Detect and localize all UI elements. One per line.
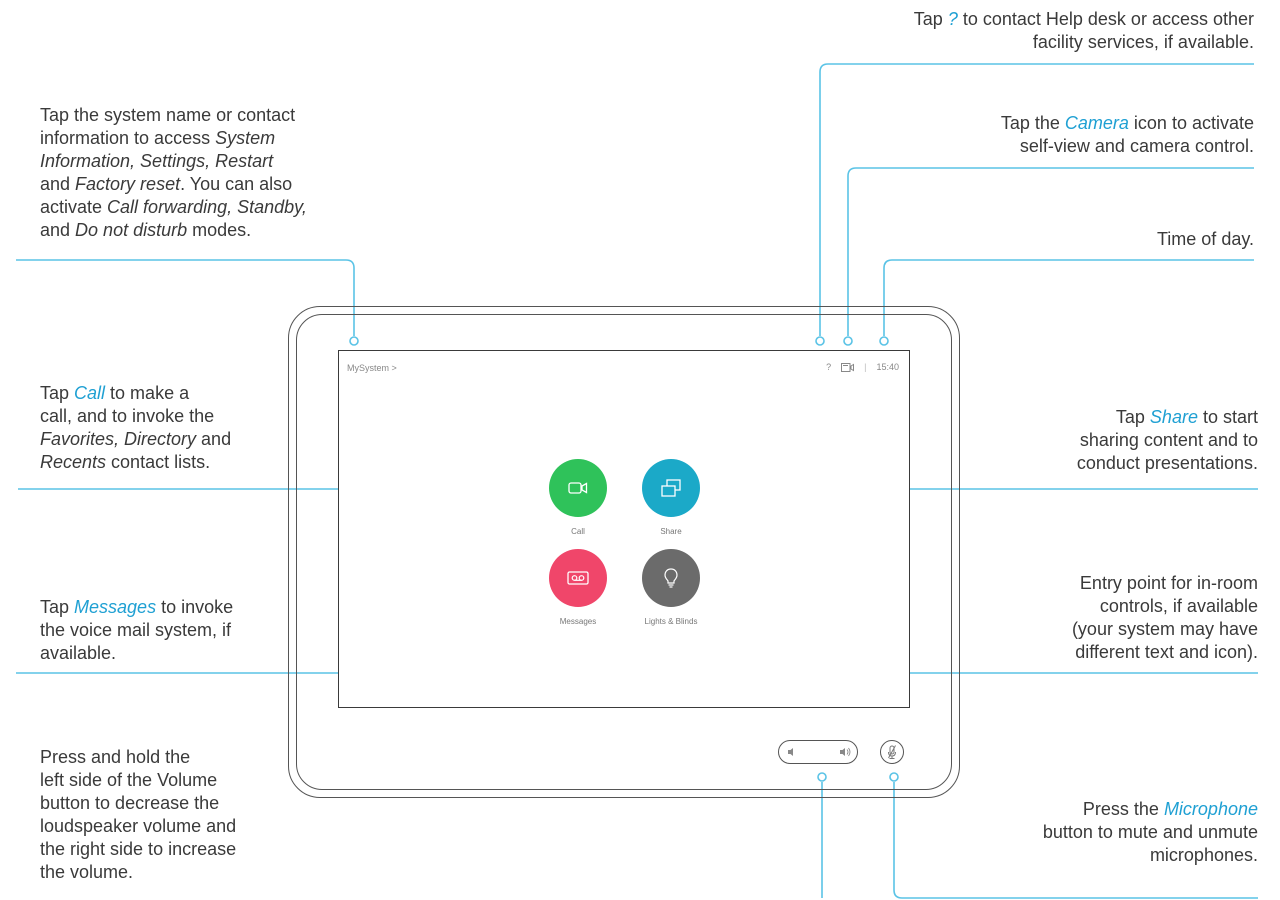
separator: | (864, 362, 867, 372)
anchor-help (815, 336, 825, 346)
anchor-camera (843, 336, 853, 346)
volume-up-icon (839, 747, 850, 756)
device-frame-inner (296, 314, 952, 790)
leader-system (16, 259, 355, 336)
annotation-microphone: Press the Microphone button to mute and … (1042, 799, 1258, 865)
microphone-button[interactable] (880, 740, 904, 764)
volume-button[interactable] (778, 740, 858, 764)
clock: 15:40 (876, 362, 899, 372)
annotation-call: Tap Call to make a call, and to invoke t… (40, 383, 232, 472)
touch-screen: MySystem > ? | 15:40 Call Share (338, 350, 910, 708)
volume-icons (787, 747, 850, 756)
messages-label: Messages (559, 617, 597, 626)
call-tile[interactable]: Call (549, 459, 607, 536)
anchor-time (879, 336, 889, 346)
call-button[interactable] (549, 459, 607, 517)
annotation-volume: Press and hold the left side of the Volu… (40, 747, 237, 882)
lights-blinds-button[interactable] (642, 549, 700, 607)
volume-down-icon (787, 747, 793, 756)
share-button[interactable] (642, 459, 700, 517)
system-name[interactable]: MySystem > (347, 363, 397, 373)
share-tile[interactable]: Share (642, 459, 700, 536)
lights-blinds-label: Lights & Blinds (644, 617, 698, 626)
camera-icon[interactable] (841, 362, 855, 372)
call-label: Call (571, 527, 585, 536)
leader-mic (893, 782, 1258, 899)
help-icon[interactable]: ? (826, 362, 832, 372)
messages-button[interactable] (549, 549, 607, 607)
leader-camera (847, 167, 1254, 336)
device-frame-outer (288, 306, 960, 798)
annotation-time: Time of day. (1156, 229, 1254, 249)
lightbulb-icon (664, 568, 678, 588)
messages-tile[interactable]: Messages (549, 549, 607, 626)
annotation-help: Tap ? to contact Help desk or access oth… (913, 9, 1254, 52)
video-camera-icon (568, 482, 588, 494)
anchor-system (349, 336, 359, 346)
annotation-system: Tap the system name or contact informati… (40, 105, 307, 240)
share-screens-icon (661, 479, 681, 497)
voicemail-icon (567, 571, 589, 585)
annotation-share: Tap Share to start sharing content and t… (1076, 407, 1258, 473)
annotation-controls: Entry point for in-room controls, if ava… (1071, 573, 1258, 662)
anchor-volume (817, 772, 827, 782)
annotation-camera: Tap the Camera icon to activate self-vie… (1000, 113, 1254, 156)
anchor-mic (889, 772, 899, 782)
leader-time (883, 259, 1254, 336)
leader-help (819, 63, 1254, 336)
lights-blinds-tile[interactable]: Lights & Blinds (642, 549, 700, 626)
status-bar: ? | 15:40 (826, 362, 899, 372)
microphone-mute-icon (887, 744, 896, 759)
annotation-messages: Tap Messages to invoke the voice mail sy… (40, 597, 234, 663)
share-label: Share (660, 527, 682, 536)
